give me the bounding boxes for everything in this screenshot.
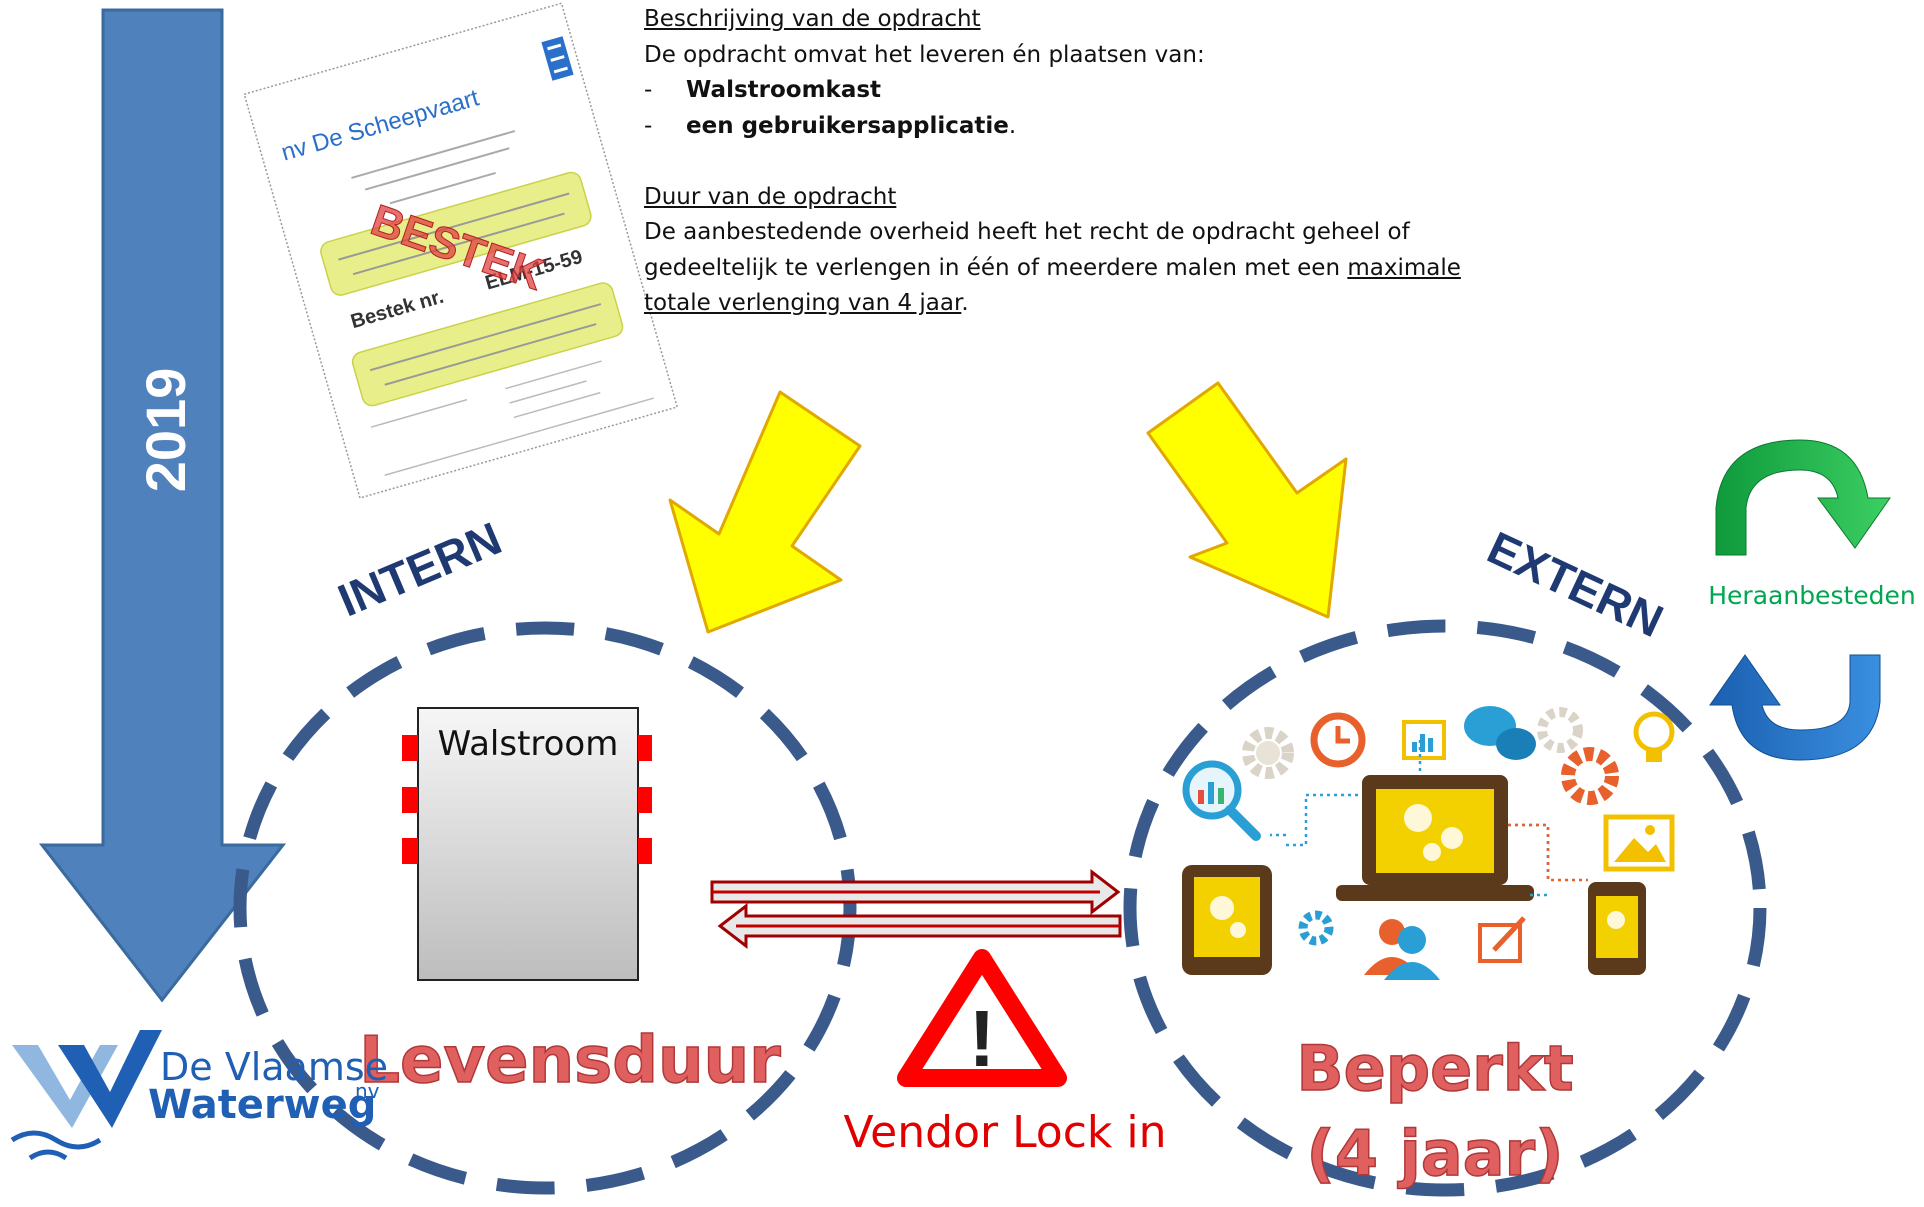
- duration-line: De aanbestedende overheid heeft het rech…: [644, 219, 1410, 245]
- gear-icon-blue: [1298, 910, 1334, 946]
- levensduur-label: Levensduur: [359, 1024, 781, 1098]
- document-logo-icon: [541, 36, 574, 81]
- yellow-arrow-right: [1146, 381, 1348, 619]
- phone-icon: [1588, 882, 1646, 975]
- logo-line2: Waterweg: [148, 1082, 376, 1128]
- analytics-magnifier-icon: [1182, 760, 1261, 841]
- connector-lines: [1270, 740, 1550, 897]
- year-label: 2019: [134, 368, 197, 493]
- intern-dashed-circle: [233, 621, 857, 1195]
- clock-icon: [1310, 712, 1366, 768]
- cycle-arrow-green: [1715, 439, 1891, 556]
- duration-heading: Duur van de opdracht: [644, 183, 897, 210]
- beperkt-line1: Beperkt: [1296, 1032, 1573, 1105]
- bestek-document: nv De Scheepvaart Bestek nr. ELM-15-59 B…: [243, 2, 679, 499]
- duration-line: totale verlenging van 4 jaar.: [644, 290, 969, 316]
- yellow-arrow-left: [668, 390, 862, 634]
- gear-icon: [1242, 727, 1294, 779]
- gear-icon-orange: [1561, 747, 1619, 805]
- image-icon: [1603, 814, 1675, 872]
- warning-icon: !: [897, 949, 1067, 1087]
- description-heading: Beschrijving van de opdracht: [644, 6, 981, 32]
- walstroom-cabinet: Walstroom: [402, 707, 652, 981]
- lightbulb-icon: [1633, 711, 1675, 762]
- heraanbesteden-label: Heraanbesteden: [1708, 581, 1916, 610]
- edit-icon: [1478, 916, 1526, 963]
- cycle-arrows-icon: [1709, 439, 1891, 761]
- user-icon: [1364, 919, 1440, 980]
- chat-icon: [1464, 706, 1536, 760]
- vlaamse-waterweg-logo: De Vlaamse Waterweg nv: [10, 1030, 388, 1161]
- cabinet-label: Walstroom: [438, 724, 619, 764]
- bullet-gebruikersapplicatie: een gebruikersapplicatie: [686, 112, 1009, 139]
- intern-label: INTERN: [331, 512, 509, 627]
- logo-suffix: nv: [355, 1079, 380, 1103]
- timeline-arrow: 2019: [38, 8, 287, 1003]
- duration-line: gedeeltelijk te verlengen in één of meer…: [644, 254, 1461, 281]
- description-line: De opdracht omvat het leveren én plaatse…: [644, 41, 1205, 68]
- extern-dashed-circle: [1123, 619, 1767, 1197]
- laptop-icon: [1336, 775, 1534, 901]
- gear-icon-light: [1537, 707, 1583, 753]
- tablet-icon: [1182, 865, 1272, 975]
- bullet-item: - Walstroomkast: [644, 73, 1544, 109]
- cycle-arrow-blue: [1709, 654, 1881, 761]
- assignment-description: Beschrijving van de opdracht De opdracht…: [644, 2, 1544, 322]
- logo-line1: De Vlaamse: [160, 1045, 388, 1089]
- svg-text:!: !: [969, 994, 996, 1083]
- software-application-illustration: [1182, 706, 1675, 980]
- vendor-lock-label: Vendor Lock in: [844, 1107, 1167, 1158]
- bullet-item: - een gebruikersapplicatie.: [644, 112, 1017, 139]
- beperkt-line2: (4 jaar): [1307, 1117, 1564, 1190]
- bullet-walstroomkast: Walstroomkast: [686, 77, 882, 103]
- exchange-arrows: [710, 868, 1122, 950]
- bar-chart-icon: [1402, 720, 1446, 760]
